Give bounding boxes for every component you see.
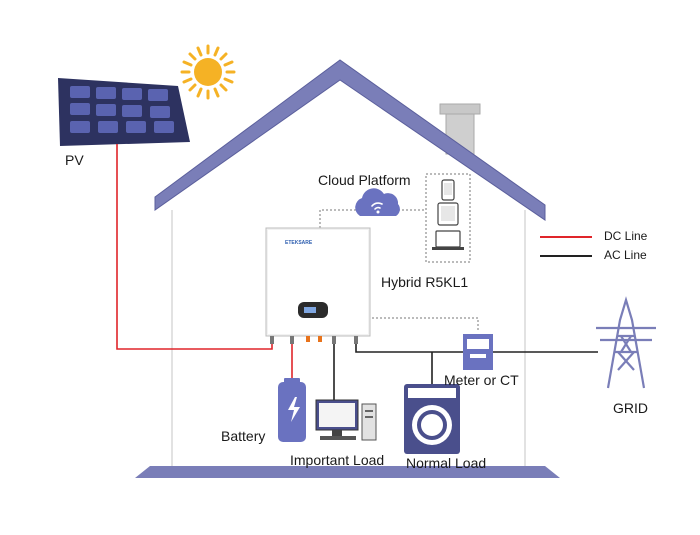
cloud-platform-label: Cloud Platform <box>318 172 411 188</box>
meter-icon <box>463 334 493 370</box>
legend-ac-label: AC Line <box>604 248 647 262</box>
cloud-wifi-icon <box>355 188 400 216</box>
meter-label: Meter or CT <box>444 372 519 388</box>
legend-dc-label: DC Line <box>604 229 648 243</box>
solar-panel-icon <box>58 78 190 146</box>
tablet-icon <box>437 202 459 226</box>
normal-load-label: Normal Load <box>406 455 487 471</box>
sun-icon <box>180 44 236 100</box>
comm-lines <box>319 209 479 330</box>
computer-icon <box>315 399 377 441</box>
inverter-brand-label: ETEKSARE <box>285 240 313 246</box>
grid-label: GRID <box>613 400 648 416</box>
ground <box>135 466 560 478</box>
transmission-tower-icon <box>596 296 656 389</box>
inverter-icon <box>265 227 371 344</box>
important-load-label: Important Load <box>290 452 385 468</box>
battery-icon <box>278 378 306 442</box>
battery-label: Battery <box>221 428 266 444</box>
washing-machine-icon <box>404 384 460 454</box>
inverter-model-label: Hybrid R5KL1 <box>381 274 469 290</box>
devices-box <box>425 173 471 263</box>
laptop-icon <box>432 230 464 250</box>
phone-icon <box>441 179 455 201</box>
roof <box>154 59 546 221</box>
house-walls <box>171 210 526 466</box>
pv-label: PV <box>65 152 84 168</box>
